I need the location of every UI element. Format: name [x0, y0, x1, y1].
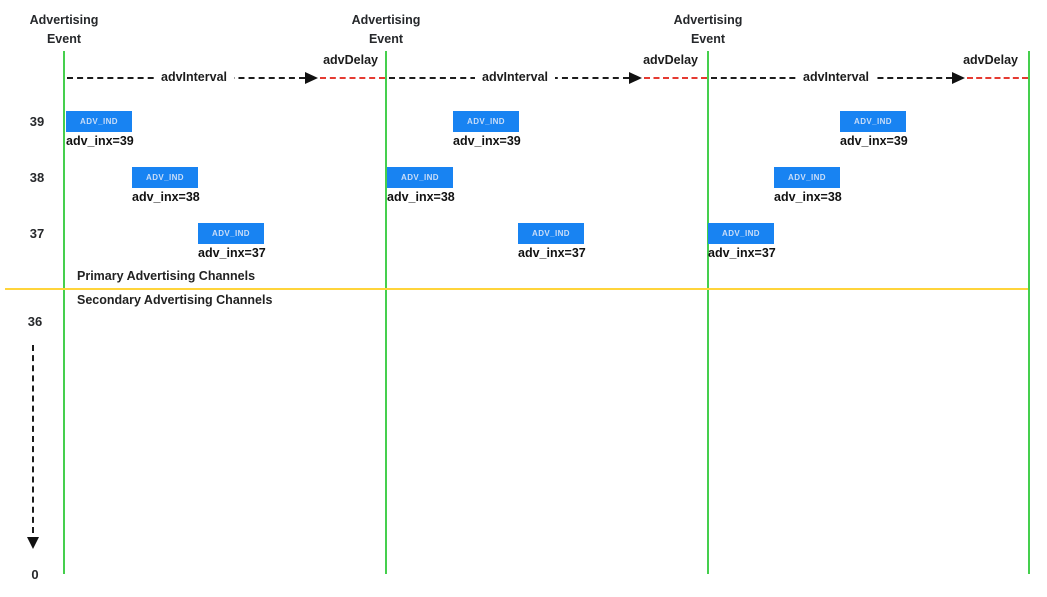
adv-ind-packet-box: ADV_IND: [66, 111, 132, 132]
adv-index-caption: adv_inx=37: [708, 246, 776, 260]
advertising-event-label: Advertising Event: [0, 11, 129, 49]
channel-36-label: 36: [27, 314, 43, 329]
channel-37-label: 37: [29, 226, 45, 241]
advertising-event-end-line: [1028, 51, 1030, 574]
advertising-event-label: Advertising Event: [643, 11, 773, 49]
arrowhead-right-icon: [629, 72, 642, 84]
adv-ind-packet-box: ADV_IND: [132, 167, 198, 188]
adv-ind-packet: ADV_IND adv_inx=37: [518, 223, 586, 260]
adv-index-caption: adv_inx=37: [518, 246, 586, 260]
adv-ind-packet-box: ADV_IND: [453, 111, 519, 132]
advertising-event-label: Advertising Event: [321, 11, 451, 49]
adv-index-caption: adv_inx=38: [132, 190, 200, 204]
adv-delay-dashed-line: [967, 77, 1028, 79]
channel-axis-dashed-arrow: [32, 345, 34, 533]
adv-interval-label: advInterval: [153, 70, 235, 84]
adv-index-caption: adv_inx=37: [198, 246, 266, 260]
adv-ind-packet: ADV_IND adv_inx=39: [453, 111, 521, 148]
adv-ind-packet-box: ADV_IND: [840, 111, 906, 132]
advertising-event-label-line2: Event: [690, 32, 726, 46]
secondary-channels-label: Secondary Advertising Channels: [77, 293, 273, 307]
adv-ind-packet: ADV_IND adv_inx=38: [774, 167, 842, 204]
advertising-event-start-line: [63, 51, 65, 574]
advertising-event-label-line1: Advertising: [673, 13, 743, 27]
adv-index-caption: adv_inx=38: [774, 190, 842, 204]
arrowhead-right-icon: [305, 72, 318, 84]
advertising-event-label-line2: Event: [368, 32, 404, 46]
advertising-event-label-line2: Event: [46, 32, 82, 46]
advertising-event-label-line1: Advertising: [29, 13, 99, 27]
adv-interval-label: advInterval: [795, 70, 877, 84]
primary-secondary-divider: [5, 288, 1028, 290]
adv-index-caption: adv_inx=39: [453, 134, 521, 148]
adv-ind-packet-box: ADV_IND: [198, 223, 264, 244]
channel-39-label: 39: [29, 114, 45, 129]
adv-ind-packet-box: ADV_IND: [387, 167, 453, 188]
arrowhead-right-icon: [952, 72, 965, 84]
adv-ind-packet-box: ADV_IND: [708, 223, 774, 244]
adv-delay-label: advDelay: [643, 53, 698, 67]
adv-delay-label: advDelay: [963, 53, 1018, 67]
adv-ind-packet: ADV_IND adv_inx=37: [198, 223, 266, 260]
adv-delay-label: advDelay: [323, 53, 378, 67]
adv-index-caption: adv_inx=38: [387, 190, 455, 204]
adv-delay-dashed-line: [320, 77, 385, 79]
channel-38-label: 38: [29, 170, 45, 185]
adv-index-caption: adv_inx=39: [840, 134, 908, 148]
advertising-event-start-line: [385, 51, 387, 574]
advertising-event-start-line: [707, 51, 709, 574]
advertising-event-label-line1: Advertising: [351, 13, 421, 27]
adv-ind-packet: ADV_IND adv_inx=37: [708, 223, 776, 260]
adv-ind-packet: ADV_IND adv_inx=39: [66, 111, 134, 148]
primary-channels-label: Primary Advertising Channels: [77, 269, 256, 283]
adv-ind-packet-box: ADV_IND: [518, 223, 584, 244]
adv-ind-packet: ADV_IND adv_inx=38: [132, 167, 200, 204]
adv-ind-packet: ADV_IND adv_inx=39: [840, 111, 908, 148]
adv-interval-label: advInterval: [474, 70, 556, 84]
adv-index-caption: adv_inx=39: [66, 134, 134, 148]
arrowhead-down-icon: [27, 537, 39, 549]
adv-ind-packet: ADV_IND adv_inx=38: [387, 167, 455, 204]
adv-ind-packet-box: ADV_IND: [774, 167, 840, 188]
adv-delay-dashed-line: [644, 77, 707, 79]
channel-0-label: 0: [31, 567, 39, 582]
